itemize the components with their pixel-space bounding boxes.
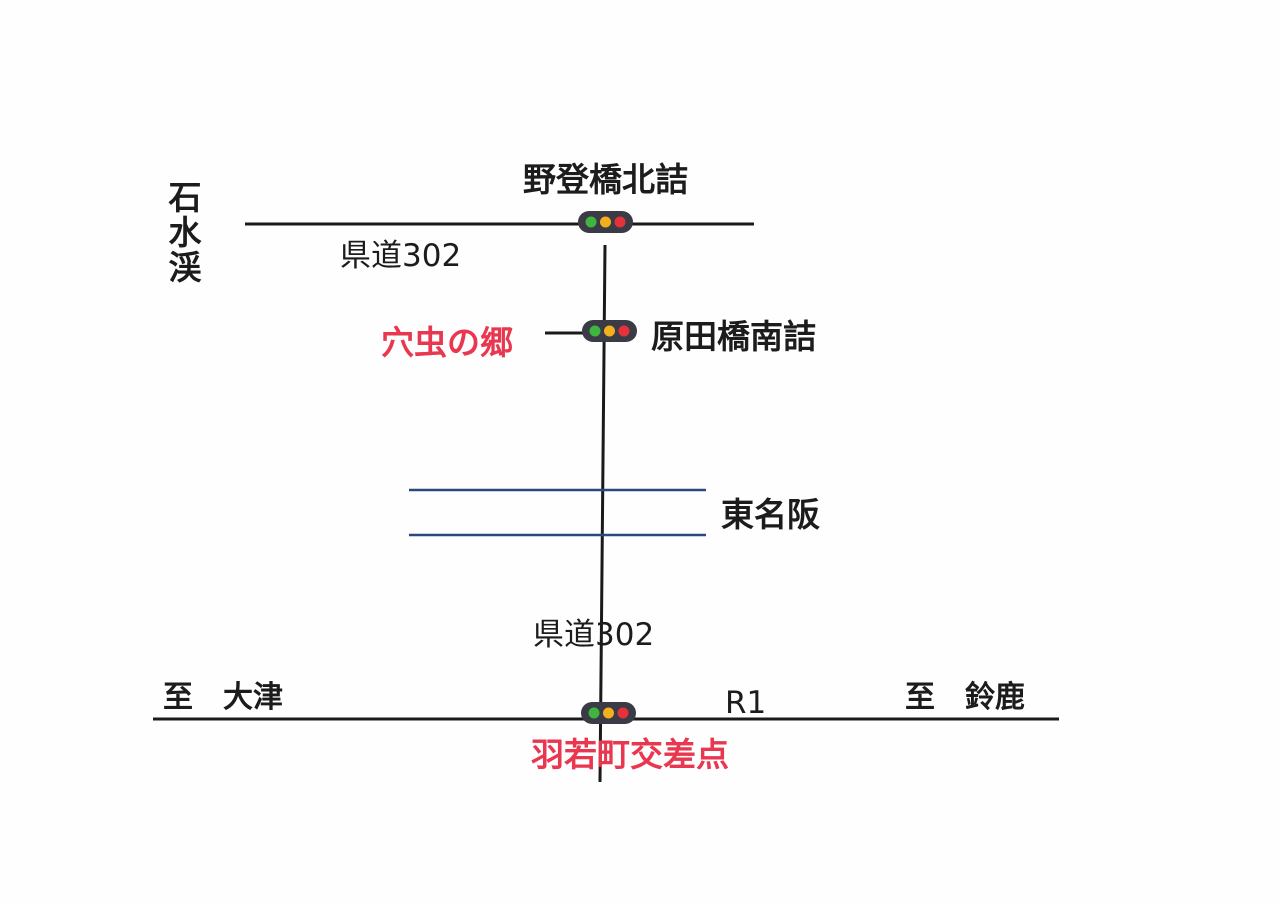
signal-yellow-light	[600, 216, 611, 228]
to-otsu-label: 至 大津	[163, 680, 283, 715]
lower-route-302-label: 県道302	[533, 617, 655, 653]
r1-label: R1	[725, 685, 767, 721]
hanyu-intersection-signal	[581, 702, 636, 724]
upper-route-302-label: 県道302	[340, 238, 462, 274]
to-suzuka-label: 至 鈴鹿	[905, 680, 1025, 715]
signal-yellow-light	[604, 325, 615, 337]
anamushi-label: 穴虫の郷	[381, 323, 513, 362]
harada-intersection-label: 原田橋南詰	[651, 317, 816, 356]
signal-red-light	[614, 216, 626, 228]
signal-green-light	[585, 216, 597, 228]
north-intersection-signal	[578, 211, 633, 233]
signal-red-light	[617, 707, 629, 719]
signal-green-light	[589, 325, 601, 337]
ishimizu-valley-label: 石水渓	[163, 180, 202, 285]
expressway-label: 東名阪	[721, 495, 820, 534]
harada-intersection-signal	[582, 320, 637, 342]
hanyu-intersection-label: 羽若町交差点	[531, 735, 729, 774]
signal-red-light	[618, 325, 630, 337]
north-intersection-label: 野登橋北詰	[523, 160, 688, 199]
signal-green-light	[588, 707, 600, 719]
signal-yellow-light	[603, 707, 614, 719]
